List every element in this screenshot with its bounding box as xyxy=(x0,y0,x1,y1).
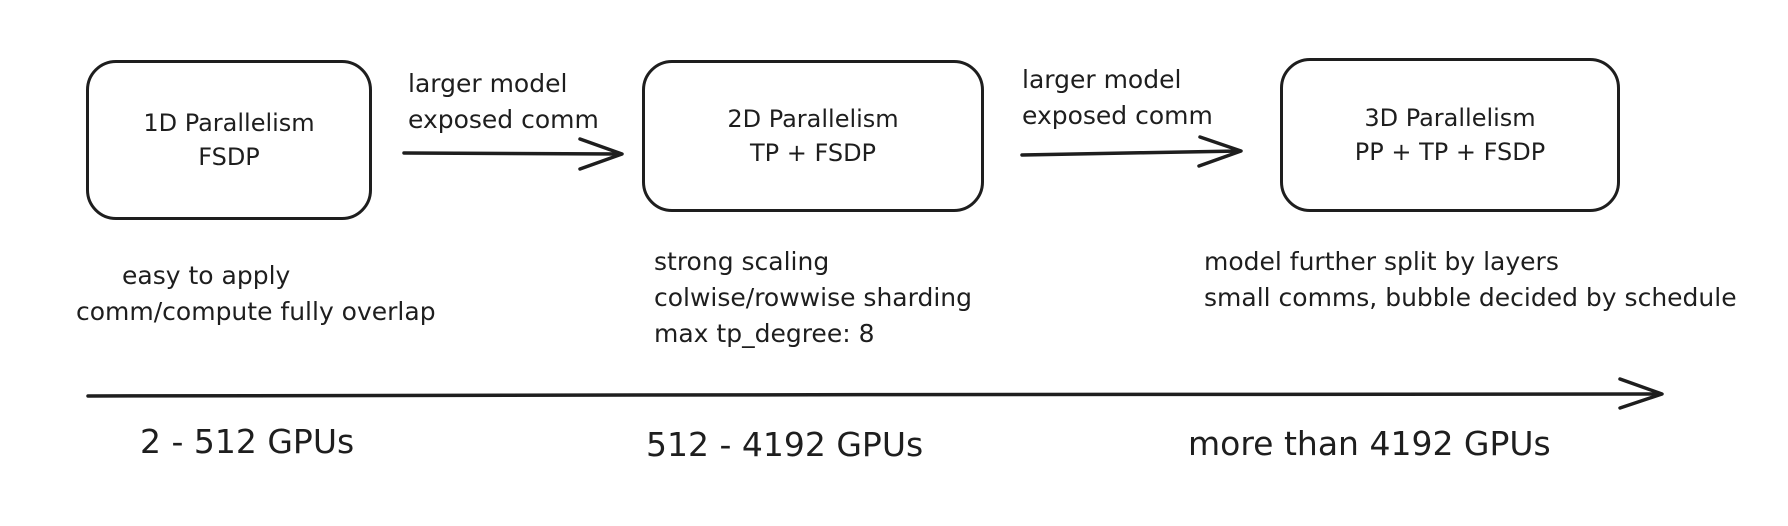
note-2d-line-1: strong scaling xyxy=(654,247,830,276)
gpu-range-3d: more than 4192 GPUs xyxy=(1188,424,1551,463)
transition-2-line-1: larger model xyxy=(1022,65,1182,94)
transition-label-1: larger model exposed comm xyxy=(408,66,599,138)
scale-axis-arrow xyxy=(86,377,1664,410)
stage-box-2d: 2D Parallelism TP + FSDP xyxy=(642,60,984,212)
transition-arrow-2 xyxy=(1020,135,1243,168)
note-2d: strong scaling colwise/rowwise sharding … xyxy=(654,244,972,352)
transition-2-line-2: exposed comm xyxy=(1022,101,1213,130)
transition-label-2: larger model exposed comm xyxy=(1022,62,1213,134)
note-1d-line-2: comm/compute fully overlap xyxy=(76,297,436,326)
stage-2d-method: TP + FSDP xyxy=(749,139,877,167)
transition-1-line-2: exposed comm xyxy=(408,105,599,134)
note-2d-line-2: colwise/rowwise sharding xyxy=(654,283,972,312)
transition-arrow-1 xyxy=(402,137,624,171)
stage-3d-title: 3D Parallelism xyxy=(1364,104,1536,132)
stage-box-1d: 1D Parallelism FSDP xyxy=(86,60,372,220)
stage-box-3d: 3D Parallelism PP + TP + FSDP xyxy=(1280,58,1620,212)
gpu-range-2d: 512 - 4192 GPUs xyxy=(646,425,924,464)
stage-2d-title: 2D Parallelism xyxy=(727,105,899,133)
stage-1d-method: FSDP xyxy=(198,143,260,171)
note-3d-line-2: small comms, bubble decided by schedule xyxy=(1204,283,1737,312)
note-1d: easy to apply comm/compute fully overlap xyxy=(58,258,478,330)
transition-1-line-1: larger model xyxy=(408,69,568,98)
stage-3d-method: PP + TP + FSDP xyxy=(1354,138,1546,166)
note-3d-line-1: model further split by layers xyxy=(1204,247,1559,276)
stage-1d-title: 1D Parallelism xyxy=(143,109,315,137)
note-3d: model further split by layers small comm… xyxy=(1204,244,1737,316)
gpu-range-1d: 2 - 512 GPUs xyxy=(140,422,355,461)
note-1d-line-1: easy to apply xyxy=(122,261,291,290)
note-2d-line-3: max tp_degree: 8 xyxy=(654,319,875,348)
